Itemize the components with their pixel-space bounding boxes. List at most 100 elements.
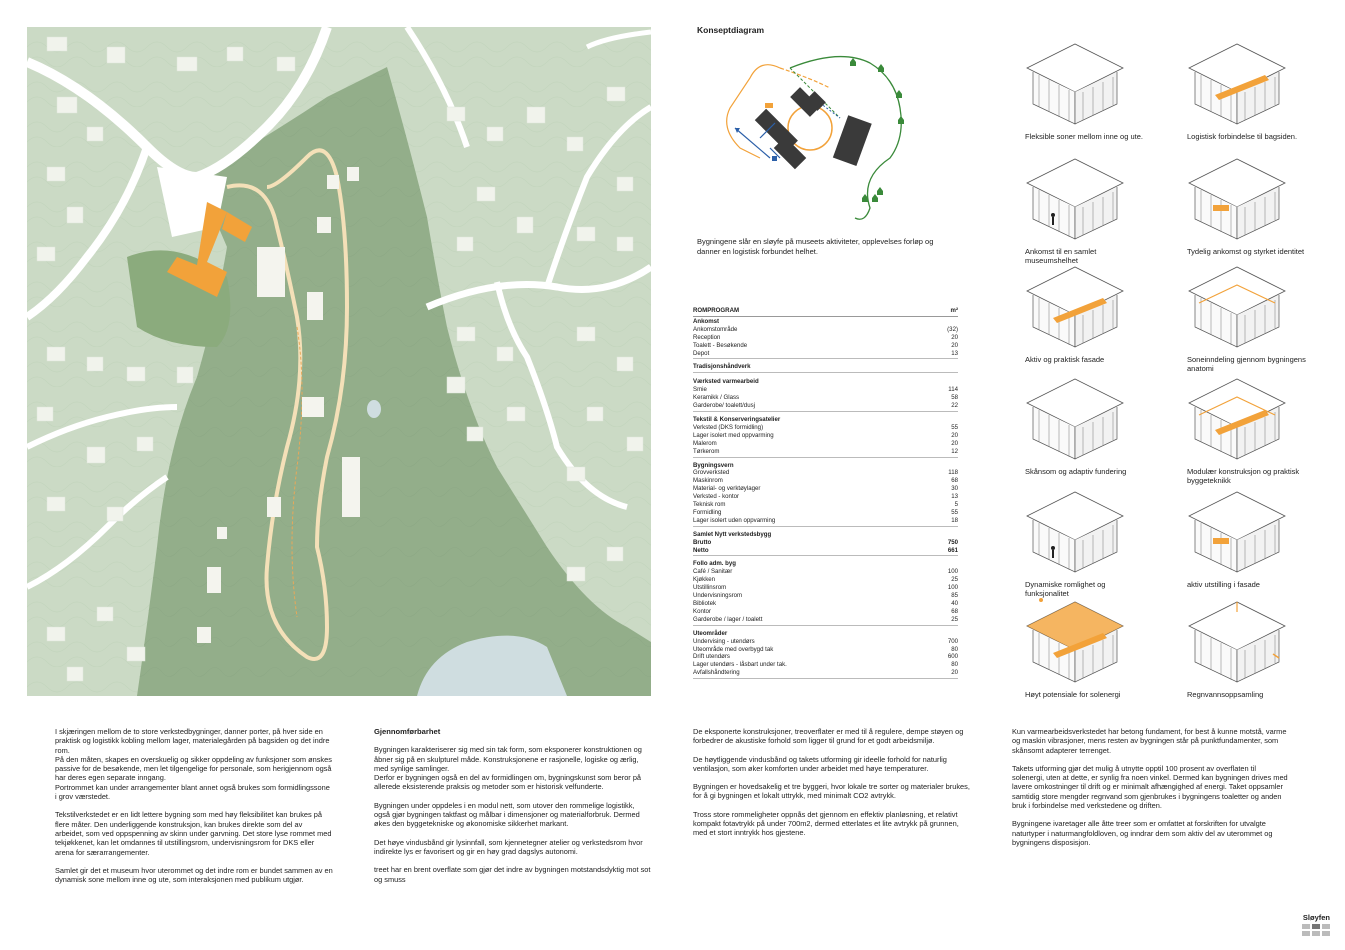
room-program-group-title: Tradisjonshåndverk: [693, 363, 751, 371]
body-paragraph: Tross store rommeligheter oppnås det gje…: [693, 809, 959, 838]
room-area: 12: [951, 447, 958, 455]
room-area: 100: [947, 568, 958, 576]
room-program-group-title: Tekstil & Konserveringsatelier: [693, 415, 781, 423]
room-area: 25: [951, 576, 958, 584]
room-label: Maskinrom: [693, 477, 723, 485]
room-area: 22: [951, 402, 958, 410]
room-label: Café / Sanitær: [693, 568, 733, 576]
isometric-pavilion-diagram: [1188, 491, 1286, 573]
isometric-caption: aktiv utstilling i fasade: [1187, 580, 1260, 589]
body-paragraph: Bygningen under oppdeles i en modul nett…: [374, 800, 640, 829]
room-area: 40: [951, 600, 958, 607]
room-program-row: Avfallshåndtering 20: [693, 669, 958, 677]
isometric-caption: Modulær konstruksjon og praktisk byggete…: [1187, 467, 1300, 486]
room-area: 20: [951, 439, 958, 447]
room-label: Brutto: [693, 538, 712, 546]
room-label: Undervisningsrom: [693, 592, 743, 600]
room-area: 55: [951, 508, 958, 516]
room-label: Avfallshåndtering: [693, 669, 740, 677]
room-label: Ankomstområde: [693, 325, 738, 333]
room-label: Uteområde med overbygd tak: [693, 645, 774, 653]
room-label: Toalett - Besøkende: [693, 341, 748, 349]
room-label: Kjøkken: [693, 576, 716, 584]
room-program-row: Café / Sanitær 100: [693, 568, 958, 576]
room-area: 18: [951, 516, 958, 524]
isometric-pavilion-diagram: [1026, 43, 1124, 125]
isometric-caption: Skånsom og adaptiv fundering: [1025, 467, 1127, 476]
room-area: 13: [951, 493, 958, 501]
room-program-header: ROMPROGRAM m²: [693, 307, 958, 317]
room-label: Tørkerom: [693, 447, 720, 455]
room-program-row: Lager isolert uden oppvarming 18: [693, 517, 958, 525]
room-area: 100: [947, 584, 958, 592]
logo-icon: [1302, 924, 1330, 936]
room-area: 20: [951, 669, 958, 677]
body-column-4: Kun varmearbeidsverkstedet har betong fu…: [1012, 727, 1290, 856]
room-label: Verksted (DKS formidling): [693, 423, 764, 431]
isometric-pavilion-diagram: [1026, 266, 1124, 348]
room-program-row: Verksted (DKS formidling) 55: [693, 424, 958, 432]
room-label: Garderobe/ toalett/dusj: [693, 402, 755, 410]
room-program-group-title: Ankomst: [693, 317, 720, 325]
room-program-group-title: Follo adm. byg: [693, 560, 736, 568]
isometric-pavilion-diagram: [1026, 598, 1124, 683]
body-paragraph: Samlet gir det et museum hvor uterommet …: [55, 865, 333, 885]
room-area: 661: [947, 546, 958, 554]
isometric-caption: Aktiv og praktisk fasade: [1025, 355, 1105, 364]
room-program-unit: m²: [950, 307, 958, 314]
room-area: 600: [947, 653, 958, 661]
room-area: 750: [947, 538, 958, 546]
room-label: Lager utendørs - låsbart under tak.: [693, 661, 787, 669]
body-column-2: Gjennomførbarhet Bygningen karakterisere…: [374, 727, 652, 893]
room-program-group-title: Bygningsvern: [693, 461, 734, 469]
room-program-group: Tradisjonshåndverk: [693, 363, 958, 374]
room-label: Keramikk / Glass: [693, 394, 740, 402]
room-area: 20: [951, 431, 958, 439]
room-program-row: Kjøkken 25: [693, 576, 958, 584]
room-program-title: ROMPROGRAM: [693, 307, 740, 314]
room-label: Lager isolert uden oppvarming: [693, 516, 776, 524]
room-label: Garderobe / lager / toalett: [693, 615, 763, 623]
body-column-1: I skjæringen mellom de to store verksted…: [55, 727, 333, 893]
room-area: 68: [951, 477, 958, 485]
isometric-pavilion-diagram: [1188, 601, 1286, 683]
room-area: 55: [951, 423, 958, 431]
isometric-caption: Logistisk forbindelse til bagsiden.: [1187, 132, 1298, 141]
isometric-pavilion-diagram: [1188, 158, 1286, 240]
body-paragraph: Takets utforming gjør det mulig å utnytt…: [1012, 763, 1288, 811]
room-area: (32): [947, 325, 958, 333]
isometric-pavilion-diagram: [1188, 378, 1286, 460]
isometric-caption: Høyt potensiale for solenergi: [1025, 690, 1121, 699]
body-paragraph: Kun varmearbeidsverkstedet har betong fu…: [1012, 727, 1287, 755]
room-area: 85: [951, 592, 958, 600]
room-area: 30: [951, 485, 958, 493]
concept-title: Konseptdiagram: [697, 25, 765, 35]
body-paragraph: I skjæringen mellom de to store verksted…: [55, 727, 332, 802]
isometric-caption: Ankomst til en samlet museumshelhet: [1025, 247, 1097, 266]
room-program-row: Maskinrom 68: [693, 477, 958, 485]
room-area: 13: [951, 349, 958, 357]
room-label: Lager isolert med oppvarming: [693, 431, 774, 439]
feasibility-heading: Gjennomførbarhet: [374, 727, 441, 736]
room-area: 25: [951, 615, 958, 623]
room-area: 700: [947, 637, 958, 645]
room-label: Undervising - utendørs: [693, 637, 755, 645]
isometric-caption: Tydelig ankomst og styrket identitet: [1187, 247, 1305, 256]
